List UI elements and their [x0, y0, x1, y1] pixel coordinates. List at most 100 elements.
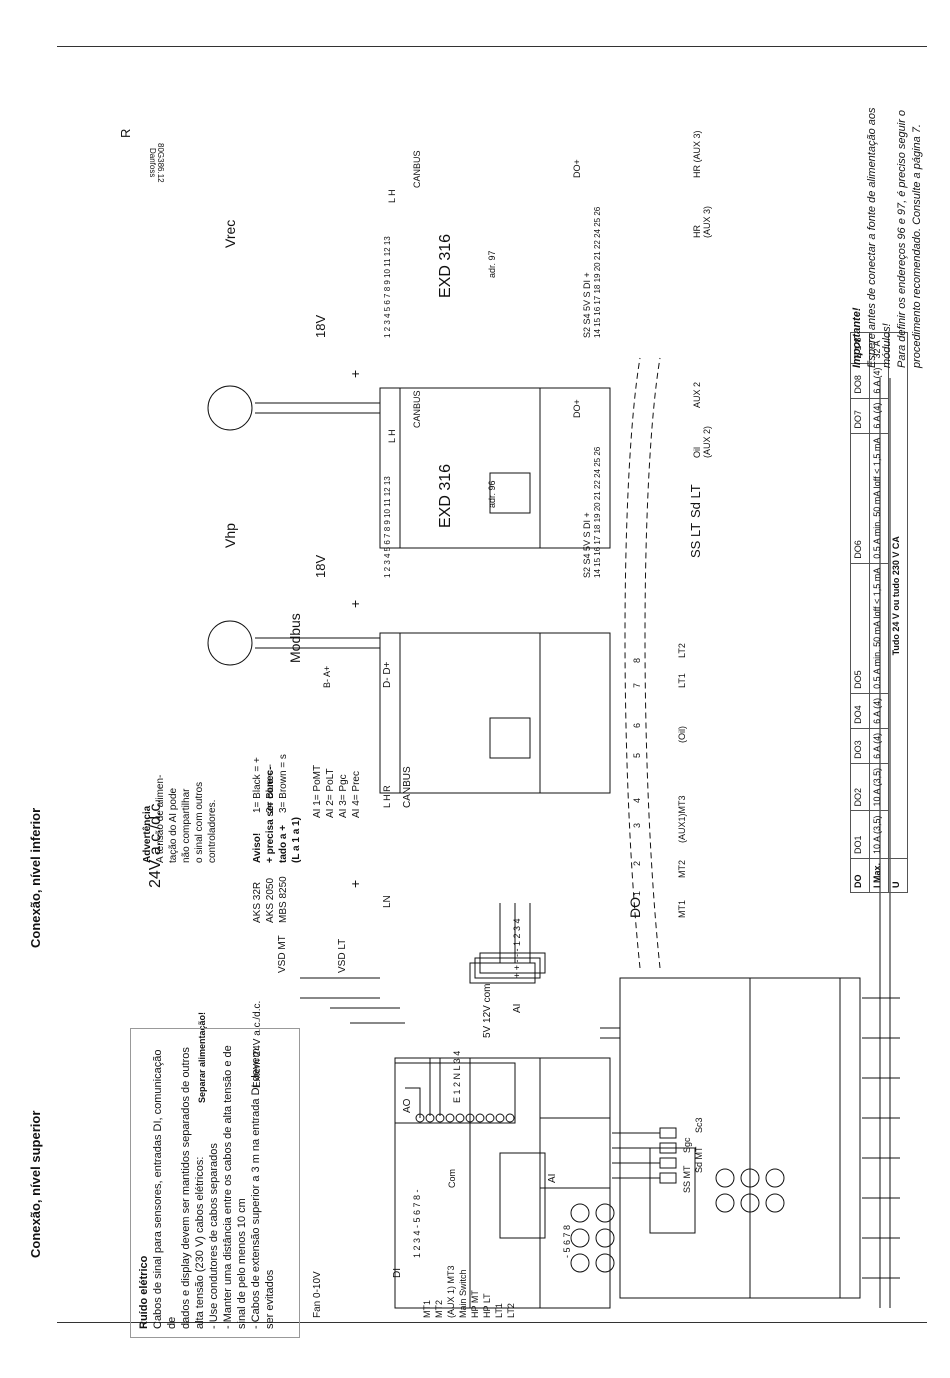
exd1-lh: L H: [387, 429, 397, 443]
lower-dd: D- D+: [382, 661, 393, 688]
upper-controller: [394, 1057, 611, 1309]
table-cell: DO4: [850, 693, 870, 729]
label-r: R: [118, 129, 133, 138]
exd2-adr: adr. 97: [487, 250, 497, 278]
ai2-terms: - 5 6 7 8: [562, 1225, 572, 1258]
ai-sensor-sgc: Sgc: [682, 1137, 692, 1153]
sensor-1: AKS 32R: [252, 882, 263, 923]
table-cell: U: [888, 858, 908, 893]
exd1-aux-oil: Oil: [692, 447, 702, 458]
ai-map-3: AI 3= Pgc: [338, 774, 349, 818]
exd1-aux-2b: (AUX 2): [702, 426, 712, 458]
exd2-aux-hr-3: HR (AUX 3): [692, 130, 702, 178]
ao-label: AO: [402, 1098, 413, 1113]
exd1-sbot: S2 S4 5V S DI +: [582, 512, 592, 578]
noise-line: sinal de pelo menos 10 cm: [236, 1198, 248, 1329]
do-table: DO DO1 DO2 DO3 DO4 DO5 DO6 DO7 DO8 Σ 1-8…: [850, 332, 908, 893]
noise-title: Ruído elétrico: [138, 1255, 150, 1329]
plus-3: +: [347, 880, 363, 888]
plus-1: +: [347, 600, 363, 608]
exd-316-adr-96: [379, 632, 611, 794]
ai-map-4: AI 4= Prec: [351, 771, 362, 818]
di-label-main-switch: Main Switch: [458, 1269, 468, 1318]
noise-line: ser evitados: [264, 1269, 276, 1329]
lower-display: [649, 1147, 696, 1234]
di-label-mt2: MT2: [434, 1300, 444, 1318]
table-cell: 6 A (4): [869, 728, 889, 764]
plus-2: +: [347, 370, 363, 378]
exd1-aux-2: AUX 2: [692, 382, 702, 408]
ai-sensor-sc3: Sc3: [694, 1117, 704, 1133]
exd2-name: EXD 316: [437, 234, 454, 298]
table-cell: DO1: [850, 810, 870, 859]
do-num-8: 8: [632, 658, 642, 663]
upper-button-1: [570, 1228, 590, 1248]
aviso-line-1: + precisa ser conec-: [265, 767, 276, 863]
noise-line: - Manter uma distância entre os cabos de…: [222, 1045, 234, 1329]
exd2-18v: 18V: [313, 315, 328, 338]
noise-line: alta tensão (230 V) cabos elétricos:: [194, 1156, 206, 1329]
aviso-line-2: tado a +: [278, 825, 289, 863]
di-label-hp-mt: HP MT: [470, 1290, 480, 1318]
di-label-lt2: LT2: [506, 1303, 516, 1318]
noise-line: Cabos de sinal para sensores, entradas D…: [152, 1049, 178, 1329]
ai-terms: + + - - - 1 2 3 4: [512, 918, 522, 978]
label-extern: Extern 24V a.c./d.c.: [252, 1001, 263, 1088]
do-out-lt2: LT2: [677, 643, 687, 658]
exd1-valve: Vhp: [222, 523, 238, 548]
important-line: Espere antes de conectar a fonte de alim…: [866, 107, 878, 368]
di-label-lt1: LT1: [494, 1303, 504, 1318]
di-label: DI: [392, 1268, 403, 1278]
exd1-sensor-sd: Sd LT: [688, 484, 703, 518]
table-cell: DO7: [850, 398, 870, 434]
sensor-3: MBS 8250: [278, 876, 289, 923]
bottom-rule: [57, 1322, 927, 1323]
label-vsd-mt: VSD MT: [277, 935, 288, 973]
table-cell: DO3: [850, 728, 870, 764]
heading-upper: Conexão, nível superior: [28, 1111, 43, 1258]
exd2-valve: Vrec: [222, 220, 238, 248]
label-separar: Separar alimentação!: [197, 1012, 207, 1103]
table-cell: 6 A (4): [869, 693, 889, 729]
exd2-do: DO+: [572, 159, 582, 178]
table-cell: 10 A (3,5): [869, 763, 889, 811]
exd2-terms-bot: 14 15 16 17 18 19 20 21 22 24 25 26: [593, 206, 602, 338]
do-out-mt1: MT1: [677, 900, 687, 918]
table-cell: DO8: [850, 363, 870, 399]
di-label-hp-lt: HP LT: [482, 1293, 492, 1318]
do-num-6: 6: [632, 723, 642, 728]
di-label-mt3: (AUX 1) MT3: [446, 1265, 456, 1318]
ao-terms: E 1 2 N L 3 4: [452, 1051, 462, 1103]
ref-brand: Danfoss: [148, 148, 157, 177]
color-1: 1= Black = +: [252, 757, 263, 813]
advertencia-line-3: não compartilhar: [181, 788, 192, 863]
exd1-name: EXD 316: [437, 464, 454, 528]
important-line: módulos!: [881, 323, 893, 368]
table-cell: DO: [850, 858, 870, 893]
label-vsd-lt: VSD LT: [337, 939, 348, 973]
modbus-ab: B- A+: [322, 666, 332, 688]
exd2-terms-top: 1 2 3 4 5 6 7 8 9 10 11 12 13: [383, 236, 392, 338]
ai-map-2: AI 2= PoLT: [325, 768, 336, 818]
ai-label: AI: [512, 1004, 523, 1013]
exd2-aux-3: (AUX 3): [702, 206, 712, 238]
com-label: Com: [447, 1169, 457, 1188]
important-note: Importante! Espere antes de conectar a f…: [850, 38, 925, 368]
modbus-label: Modbus: [287, 613, 303, 663]
exd1-terms-top: 1 2 3 4 5 6 7 8 9 10 11 12 13: [383, 476, 392, 578]
do-num-4: 4: [632, 798, 642, 803]
advertencia-line-1: A tensão de alimen-: [155, 775, 166, 863]
exd1-do: DO+: [572, 399, 582, 418]
noise-line: dados e display devem ser mantidos separ…: [180, 1047, 192, 1329]
lower-controller: [619, 977, 861, 1299]
color-2: 2= Blue = -: [265, 764, 276, 813]
advertencia-title: Advertência: [142, 805, 153, 863]
upper-ao-block: [394, 1062, 516, 1124]
do-out-mt3: (AUX1)MT3: [677, 795, 687, 843]
do-num-1: 1: [632, 891, 642, 896]
valve-vhp: [207, 620, 253, 666]
exd2-lh: L H: [387, 189, 397, 203]
